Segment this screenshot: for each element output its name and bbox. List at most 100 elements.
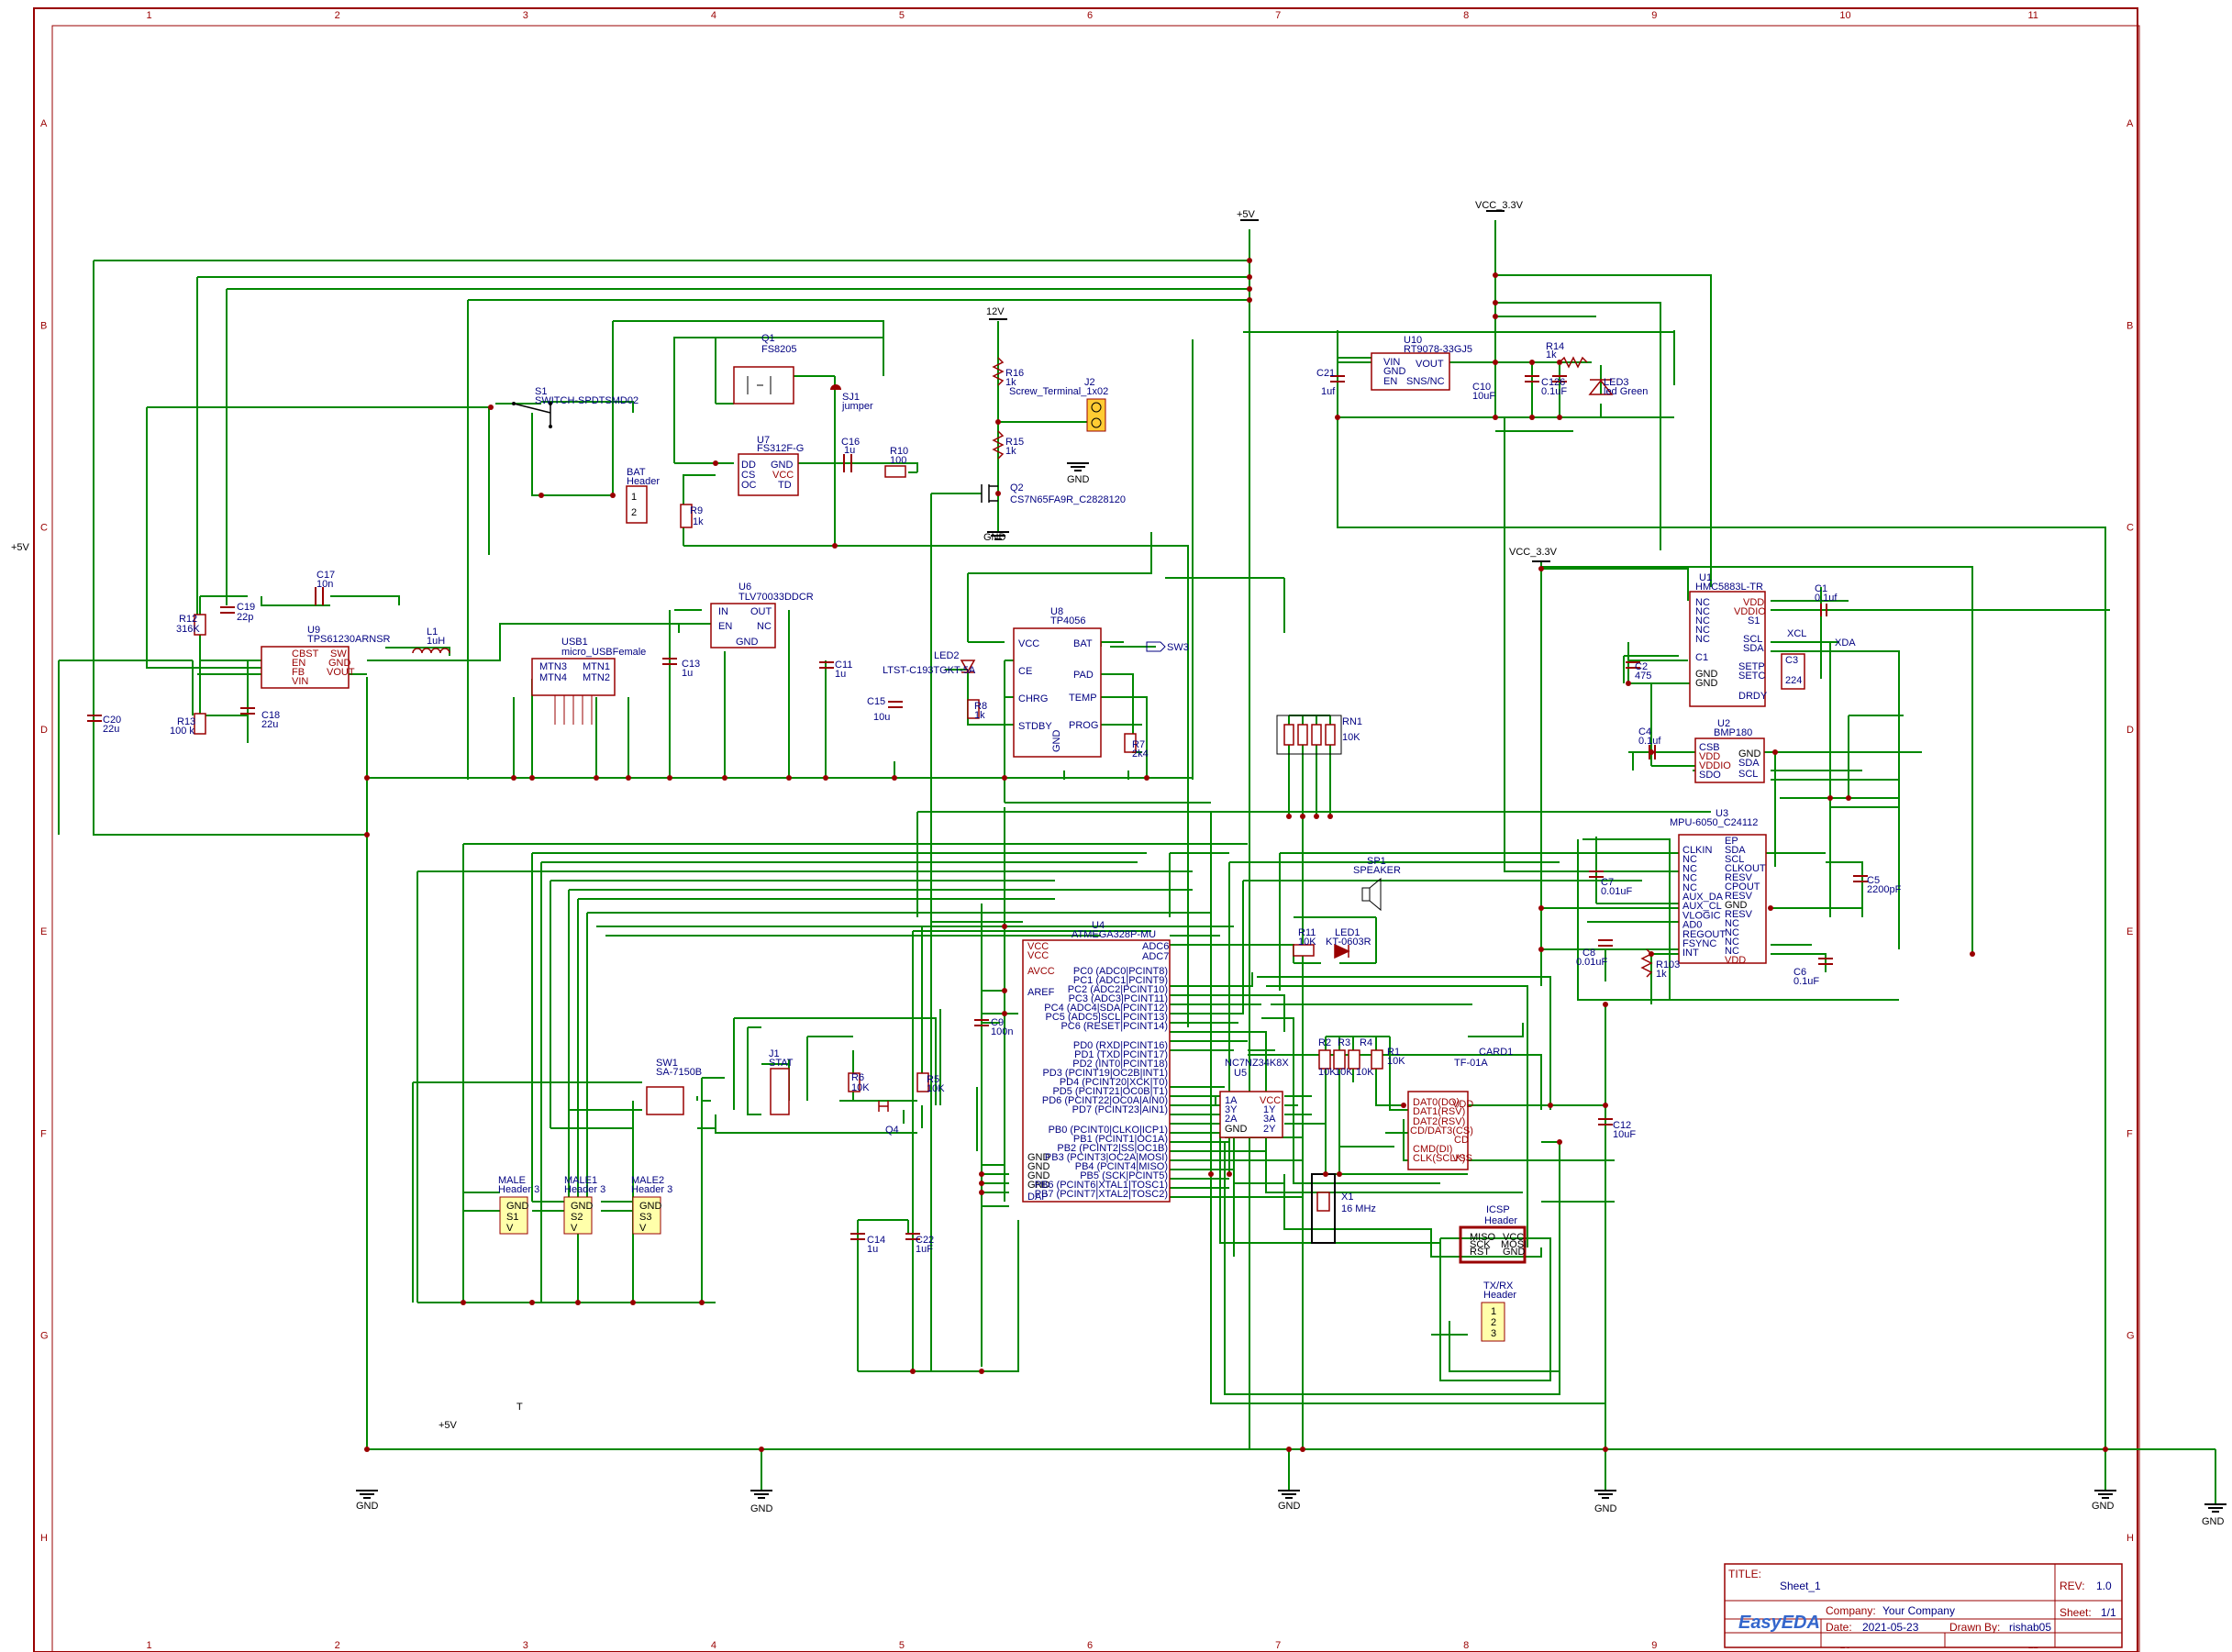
u3-pin-label: RESV (1725, 872, 1753, 883)
svg-text:C19: C19 (237, 602, 255, 613)
svg-text:C2: C2 (1635, 661, 1648, 672)
svg-text:U4: U4 (1092, 920, 1105, 931)
net-label-vcc33-mid: VCC_3.3V (1509, 547, 1558, 558)
svg-text:0.1uf: 0.1uf (1638, 736, 1661, 747)
svg-text:FB: FB (292, 667, 305, 678)
svg-text:SDA: SDA (1743, 643, 1764, 654)
svg-text:10K: 10K (1387, 1056, 1405, 1067)
u4-pin-label: PB7 (PCINT7|XTAL2|TOSC2) (1035, 1189, 1168, 1200)
u3-pin-label: FSYNC (1682, 938, 1716, 949)
svg-text:R10: R10 (890, 446, 908, 457)
svg-text:10uF: 10uF (1613, 1129, 1636, 1140)
svg-text:VCC: VCC (1260, 1095, 1281, 1106)
svg-text:SW1: SW1 (656, 1058, 678, 1069)
svg-text:Header: Header (1483, 1290, 1516, 1301)
svg-text:0.01uF: 0.01uF (1576, 957, 1608, 968)
svg-text:Header: Header (627, 476, 660, 487)
grid-col-label: 7 (1275, 10, 1281, 21)
svg-text:C20: C20 (103, 715, 121, 726)
svg-text:GND: GND (356, 1501, 379, 1512)
svg-text:GND: GND (1695, 678, 1718, 689)
junction-dot (1247, 297, 1252, 303)
junction-dot (610, 493, 616, 498)
r13-resistor: R13 100 k (170, 713, 206, 737)
svg-text:U1: U1 (1699, 572, 1712, 583)
junction-dot (1300, 1447, 1305, 1452)
svg-text:SA-7150B: SA-7150B (656, 1067, 702, 1078)
svg-text:R9: R9 (690, 505, 703, 516)
svg-text:SCK: SCK (1470, 1239, 1491, 1250)
junction-dot (1493, 360, 1498, 365)
u4-top-pin-labels: ADC6 ADC7 (1142, 941, 1169, 962)
grid-col-label: 9 (1651, 10, 1657, 21)
svg-text:rishab05: rishab05 (2009, 1621, 2051, 1634)
easyeda-logo: EasyEDA (1738, 1613, 1820, 1633)
svg-text:1uH: 1uH (427, 636, 445, 647)
svg-text:CS7N65FA9R_C2828120: CS7N65FA9R_C2828120 (1010, 494, 1126, 505)
svg-text:EN: EN (718, 621, 732, 632)
grid-col-label: 4 (711, 10, 716, 21)
svg-text:R13: R13 (177, 716, 195, 727)
svg-text:1k: 1k (1005, 377, 1016, 388)
c20-capacitor: C20 22u (87, 715, 121, 735)
svg-text:2A: 2A (1225, 1114, 1238, 1125)
grid-col-label: 2 (335, 1640, 340, 1651)
svg-text:Sheet_1: Sheet_1 (1780, 1580, 1821, 1592)
junction-dot (1603, 1447, 1608, 1452)
svg-text:EN: EN (292, 658, 305, 669)
svg-text:S3: S3 (639, 1212, 651, 1223)
r8-resistor: R8 1k (967, 699, 987, 721)
u3-pin-label: REGOUT (1682, 929, 1726, 940)
svg-text:1k: 1k (1005, 446, 1016, 457)
svg-text:VCC: VCC (1503, 1232, 1524, 1243)
svg-text:S1: S1 (1748, 615, 1760, 626)
svg-text:GND: GND (1594, 1503, 1617, 1514)
gnd-symbol: GND (1067, 462, 1090, 485)
svg-text:SCL: SCL (1738, 769, 1758, 780)
svg-text:ADC7: ADC7 (1142, 951, 1169, 962)
svg-text:CD: CD (1454, 1135, 1469, 1146)
svg-text:224: 224 (1785, 675, 1802, 686)
r1-resistor: R1 10K (1371, 1047, 1405, 1070)
svg-text:TP4056: TP4056 (1050, 615, 1086, 626)
junction-dot (1002, 775, 1007, 781)
c13-capacitor: C13 1u (662, 658, 700, 679)
junction-dot (1247, 274, 1252, 280)
svg-text:Q2: Q2 (1010, 482, 1024, 493)
svg-text:Drawn By:: Drawn By: (1949, 1621, 2000, 1634)
grid-col-label: 10 (1839, 10, 1850, 21)
svg-text:DD: DD (741, 460, 756, 471)
junction-dot (667, 775, 672, 781)
junction-dot (1401, 1103, 1406, 1108)
svg-text:GND: GND (1738, 748, 1761, 759)
svg-text:GND: GND (328, 658, 351, 669)
svg-text:U10: U10 (1404, 335, 1422, 346)
u3-pin-label: CLKOUT (1725, 863, 1766, 874)
u4-pin-label: PD7 (PCINT23|AIN1) (1072, 1104, 1168, 1115)
u9-boost-converter: U9 TPS61230ARNSR CBST EN FB VIN SW GND V… (261, 625, 391, 689)
junction-dot (1557, 1139, 1562, 1145)
u3-pin-label: RESV (1725, 909, 1753, 920)
junction-dot (979, 1181, 984, 1186)
svg-text:BAT: BAT (1073, 638, 1093, 649)
svg-text:SW: SW (330, 649, 347, 660)
svg-text:STDBY: STDBY (1018, 721, 1052, 732)
grid-row-label: B (2127, 320, 2133, 331)
u3-pin-label: SCL (1725, 854, 1744, 865)
u4-pin-label: PB0 (PCINT0|CLKO|ICP1) (1049, 1125, 1168, 1136)
grid-col-label: 3 (523, 1640, 528, 1651)
grid-row-label: B (40, 320, 47, 331)
svg-text:GND: GND (1278, 1501, 1301, 1512)
r6-resistor: R6 10K (848, 1072, 870, 1093)
junction-dot (1529, 360, 1535, 365)
junction-dot (1529, 415, 1535, 420)
c10-capacitor: C10 10uF (1472, 375, 1539, 402)
svg-text:MOSI: MOSI (1501, 1239, 1527, 1250)
svg-text:GND: GND (736, 637, 759, 648)
svg-text:GND: GND (506, 1201, 529, 1212)
junction-dot (1827, 795, 1833, 801)
r12-resistor: R12 316K (176, 614, 206, 636)
junction-dot (910, 1369, 916, 1374)
u3-pin-label: NC (1682, 854, 1697, 865)
